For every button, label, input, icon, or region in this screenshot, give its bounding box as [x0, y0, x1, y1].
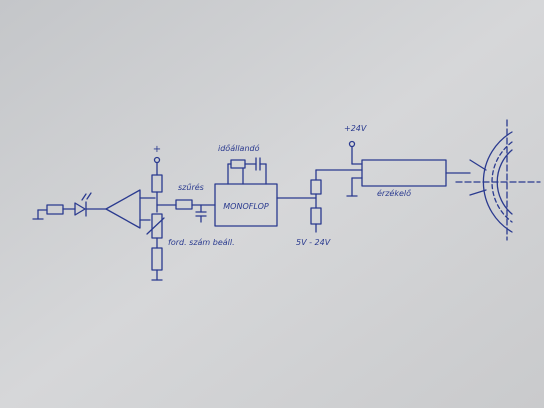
- timing-rc: [227, 157, 267, 185]
- rpm-adjust-label: ford. szám beáll.: [168, 238, 235, 247]
- plus24v-label: +24V: [344, 124, 367, 133]
- comparator-opamp: [105, 189, 156, 229]
- monoflop-block: [214, 183, 317, 227]
- voltage-range-label: 5V - 24V: [296, 238, 331, 247]
- supply-plus-label: +: [153, 144, 161, 155]
- supply-terminal: [151, 156, 163, 213]
- filter-network: [156, 199, 216, 223]
- timing-label: időállandó: [218, 143, 260, 153]
- led-icon: [74, 192, 107, 217]
- potentiometer: [146, 213, 165, 281]
- supply-24v-terminal: [348, 140, 363, 165]
- sensor-block: [346, 159, 471, 197]
- voltage-divider: [310, 169, 363, 233]
- monoflop-label: MONOFLOP: [223, 202, 269, 211]
- sensor-label: érzékelő: [377, 188, 411, 198]
- filter-label: szűrés: [178, 182, 204, 192]
- rotating-disc: [455, 119, 541, 241]
- resistor-led-series: [46, 204, 76, 215]
- ground-symbol-left: [32, 209, 48, 220]
